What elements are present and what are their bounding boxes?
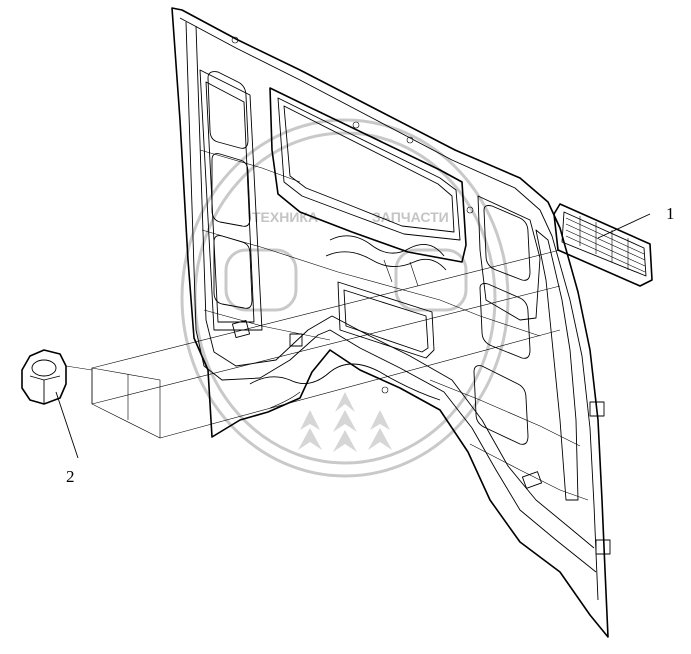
part-1-vent-grille [553, 203, 653, 287]
part-2-nut [21, 349, 67, 405]
watermark-letter-1 [224, 248, 298, 312]
watermark: ТЕХНИКА ЗАПЧАСТИ [180, 118, 510, 478]
watermark-outer-ring [180, 118, 510, 478]
watermark-emblem [298, 392, 392, 452]
panel-clips [231, 36, 611, 555]
watermark-letter-2 [394, 248, 468, 312]
watermark-text-left: ТЕХНИКА [252, 209, 318, 225]
callout-label-1: 1 [666, 204, 675, 223]
leader-line-2 [55, 391, 79, 459]
projection-lines [65, 249, 561, 439]
cab-rear-wall-panel [171, 7, 611, 638]
watermark-text-right: ЗАПЧАСТИ [372, 209, 449, 225]
callout-label-2: 2 [66, 467, 75, 486]
leader-line-1 [597, 213, 651, 239]
